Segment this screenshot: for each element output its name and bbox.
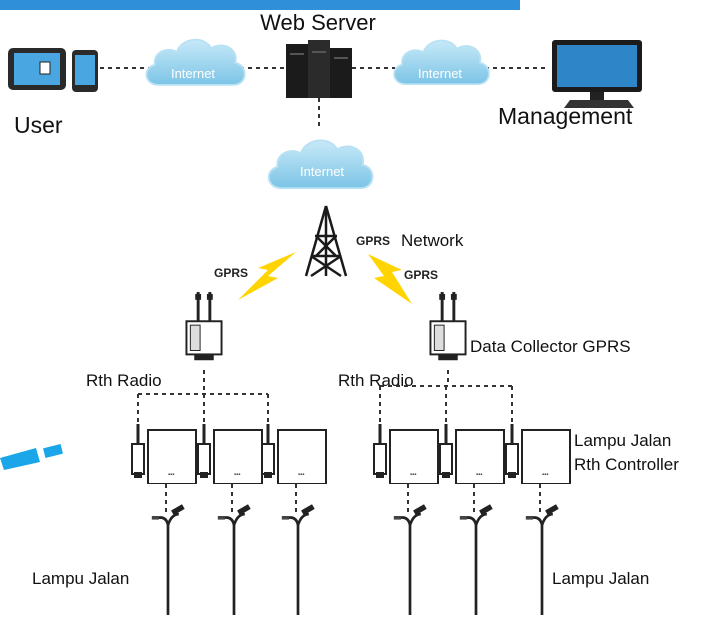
cloud-icon: Internet — [267, 139, 374, 190]
server-icon — [286, 40, 352, 98]
accent-dash — [43, 443, 63, 459]
monitor-icon — [552, 40, 642, 108]
cloud-icon: Internet — [145, 38, 246, 86]
controller-label-line1: Lampu Jalan — [574, 431, 671, 450]
controller-icon — [260, 424, 328, 484]
phone-icon — [72, 50, 98, 92]
radio-icon — [184, 292, 224, 362]
cloud-icon: Internet — [393, 39, 490, 85]
left-group-links — [137, 370, 269, 428]
street-lamp-icon — [392, 502, 428, 617]
lampu-jalan-left-label: Lampu Jalan — [32, 569, 129, 588]
right-group-links — [379, 370, 513, 428]
rth-radio-left-label: Rth Radio — [86, 371, 162, 390]
lightning-icon — [238, 252, 296, 300]
cloud-internet-label: Internet — [418, 66, 462, 81]
street-lamp-icon — [524, 502, 560, 617]
top-banner-bar — [0, 0, 520, 10]
gprs-right-label: GPRS — [404, 268, 438, 282]
radio-icon — [428, 292, 468, 362]
street-lamp-icon — [150, 502, 186, 617]
controller-icon — [196, 424, 264, 484]
management-label: Management — [498, 103, 633, 129]
user-label: User — [14, 112, 63, 138]
lampu-jalan-right-label: Lampu Jalan — [552, 569, 649, 588]
controller-icon — [130, 424, 198, 484]
controller-icon — [372, 424, 440, 484]
street-lamp-icon — [280, 502, 316, 617]
data-collector-label: Data Collector GPRS — [470, 337, 631, 356]
network-label: Network — [401, 231, 464, 250]
cloud-internet-label: Internet — [171, 66, 215, 81]
tablet-icon — [8, 48, 66, 90]
gprs-network-prefix: GPRS — [356, 234, 390, 248]
street-lamp-icon — [458, 502, 494, 617]
web-server-label: Web Server — [260, 10, 376, 35]
street-lamp-icon — [216, 502, 252, 617]
controller-icon — [504, 424, 572, 484]
accent-dash — [0, 448, 40, 470]
gprs-left-label: GPRS — [214, 266, 248, 280]
cloud-internet-label: Internet — [300, 164, 344, 179]
controller-label-line2: Rth Controller — [574, 455, 679, 474]
controller-icon — [438, 424, 506, 484]
rth-radio-right-label: Rth Radio — [338, 371, 414, 390]
tower-icon — [304, 205, 348, 278]
lightning-icon — [368, 254, 412, 304]
